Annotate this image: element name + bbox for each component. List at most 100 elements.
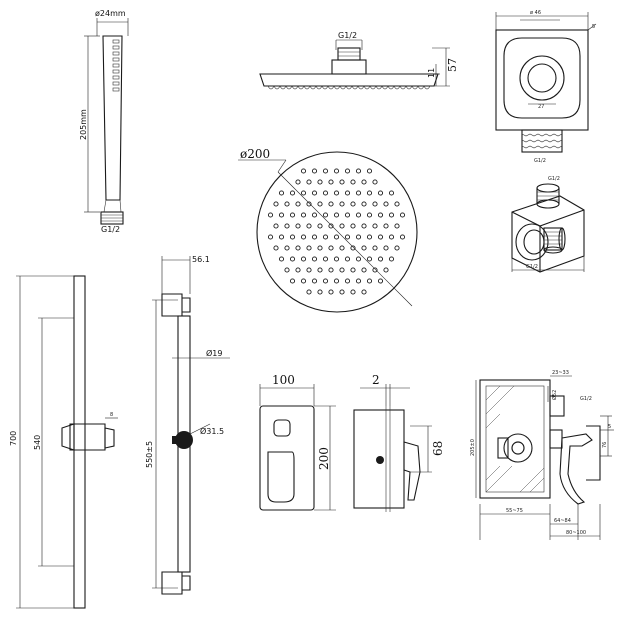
slide-rail-bar-diameter-label: Ø19 <box>206 348 222 358</box>
nozzle-hole <box>383 201 389 207</box>
nozzle-hole <box>383 245 389 251</box>
nozzle-hole <box>322 168 329 174</box>
slide-rail-bar-length-label: 540 <box>33 435 42 450</box>
hand-shower-drawing: ø24mm G1/2 205mm <box>79 9 129 234</box>
nozzle-hole <box>350 223 356 229</box>
nozzle-hole <box>300 256 307 262</box>
nozzle-hole <box>295 223 301 229</box>
nozzle-hole <box>361 179 367 185</box>
cover-plate-width-label: 100 <box>272 373 295 387</box>
nozzle-hole <box>344 234 351 240</box>
valve-right-dim-c: 5 <box>608 424 611 430</box>
valve-left-dim-a: 205±0 <box>470 439 476 456</box>
nozzle-hole <box>372 267 378 273</box>
handle-depth-label: 2 <box>372 373 380 387</box>
shower-head-plate-thickness-label: 11 <box>427 68 436 78</box>
nozzle-hole <box>328 223 334 229</box>
nozzle-hole <box>300 212 307 218</box>
nozzle-hole <box>361 223 367 229</box>
nozzle-hole <box>328 245 334 251</box>
nozzle-hole <box>311 234 318 240</box>
nozzle-hole <box>355 190 362 196</box>
hand-shower-thread-label: G1/2 <box>101 225 120 234</box>
shower-head-nozzle-grid <box>267 168 406 295</box>
nozzle-hole <box>399 212 406 218</box>
valve-bottom-dim-c: 80~100 <box>566 530 586 536</box>
nozzle-hole <box>311 256 318 262</box>
nozzle-hole <box>333 212 340 218</box>
nozzle-hole <box>344 168 351 174</box>
nozzle-hole <box>273 245 279 251</box>
nozzle-hole <box>344 212 351 218</box>
nozzle-hole <box>355 168 362 174</box>
nozzle-hole <box>388 190 395 196</box>
cover-plate-front-view: 100 200 <box>259 373 336 511</box>
nozzle-hole <box>361 245 367 251</box>
wall-elbow-iso-thread-top: G1/2 <box>548 176 560 182</box>
nozzle-hole <box>333 168 340 174</box>
nozzle-hole <box>394 223 400 229</box>
wall-elbow-iso-thread-bottom: G1/2 <box>526 264 538 270</box>
nozzle-hole <box>300 234 307 240</box>
nozzle-hole <box>355 234 362 240</box>
nozzle-hole <box>361 289 367 295</box>
nozzle-hole <box>339 267 345 273</box>
nozzle-hole <box>355 212 362 218</box>
nozzle-hole <box>317 201 323 207</box>
nozzle-hole <box>306 223 312 229</box>
nozzle-hole <box>366 168 373 174</box>
nozzle-hole <box>306 267 312 273</box>
nozzle-hole <box>306 201 312 207</box>
nozzle-hole <box>361 201 367 207</box>
nozzle-hole <box>361 267 367 273</box>
nozzle-hole <box>339 245 345 251</box>
nozzle-hole <box>372 223 378 229</box>
nozzle-hole <box>284 245 290 251</box>
nozzle-hole <box>317 245 323 251</box>
wall-elbow-bottom-dim: G1/2 <box>534 158 546 164</box>
nozzle-hole <box>289 256 296 262</box>
valve-top-dim-a: 23~33 <box>552 370 569 376</box>
nozzle-hole <box>394 201 400 207</box>
nozzle-hole <box>322 190 329 196</box>
nozzle-hole <box>394 245 400 251</box>
nozzle-hole <box>372 201 378 207</box>
nozzle-hole <box>284 223 290 229</box>
nozzle-hole <box>311 190 318 196</box>
nozzle-hole <box>267 212 274 218</box>
nozzle-hole <box>350 267 356 273</box>
nozzle-hole <box>322 234 329 240</box>
nozzle-hole <box>273 223 279 229</box>
nozzle-hole <box>383 223 389 229</box>
nozzle-hole <box>344 256 351 262</box>
nozzle-hole <box>328 201 334 207</box>
nozzle-hole <box>355 256 362 262</box>
slide-rail-knob-diameter-label: Ø31.5 <box>200 426 224 436</box>
handle-height-label: 68 <box>431 441 445 456</box>
shower-head-diameter-label: ø200 <box>240 147 270 161</box>
nozzle-hole <box>366 234 373 240</box>
nozzle-hole <box>366 190 373 196</box>
valve-body-hatching <box>485 385 545 493</box>
nozzle-hole <box>350 245 356 251</box>
nozzle-hole <box>322 212 329 218</box>
nozzle-hole <box>350 201 356 207</box>
nozzle-hole <box>388 256 395 262</box>
hand-shower-length-label: 205mm <box>79 109 88 140</box>
nozzle-hole <box>317 223 323 229</box>
nozzle-hole <box>339 201 345 207</box>
valve-body-section-view: 23~33 Ø52 G1/2 76 5 <box>470 370 614 540</box>
nozzle-hole <box>278 190 285 196</box>
nozzle-hole <box>333 256 340 262</box>
valve-bottom-dim-b: 64~84 <box>554 518 571 524</box>
nozzle-hole <box>295 179 301 185</box>
nozzle-hole <box>278 234 285 240</box>
nozzle-hole <box>317 179 323 185</box>
valve-right-dim-b: 76 <box>602 442 608 448</box>
valve-right-dim-a: G1/2 <box>580 396 592 402</box>
wall-elbow-isometric-view: G1/2 G1/2 <box>511 176 585 273</box>
nozzle-hole <box>399 234 406 240</box>
nozzle-hole <box>372 245 378 251</box>
wall-elbow-top-dim: ø 46 <box>530 10 541 16</box>
